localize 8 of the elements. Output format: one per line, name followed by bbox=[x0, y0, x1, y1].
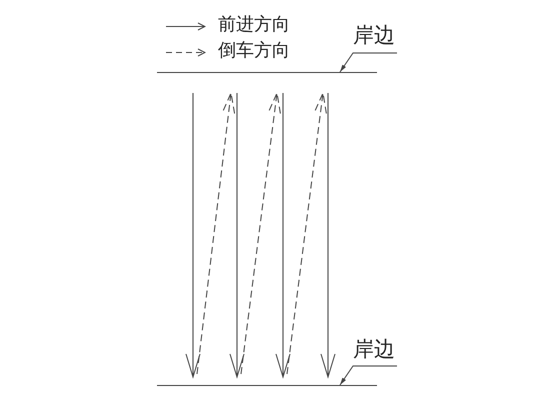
legend-label: 前进方向 bbox=[218, 15, 290, 35]
shore-line bbox=[157, 72, 377, 73]
leader-line bbox=[340, 366, 398, 386]
shore-label: 岸边 bbox=[353, 336, 397, 366]
shore-line bbox=[157, 385, 377, 386]
shore-label: 岸边 bbox=[353, 22, 397, 53]
leader-line bbox=[340, 52, 398, 72]
legend-label: 倒车方向 bbox=[218, 41, 290, 61]
